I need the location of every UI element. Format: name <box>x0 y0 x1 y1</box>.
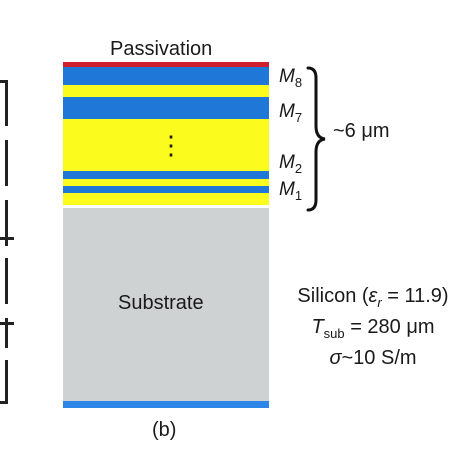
passivation-layer <box>63 62 269 67</box>
dielectric-layer <box>63 193 269 205</box>
dielectric-layer <box>63 179 269 186</box>
thickness-brace-icon <box>306 66 326 212</box>
metal-label-letter: M <box>279 179 295 200</box>
metal-label-m1: M1 <box>279 179 302 203</box>
layer-ellipsis: ⋮ <box>158 130 184 160</box>
metal-label-letter: M <box>279 101 295 122</box>
thickness-label: ~6 μm <box>333 120 390 142</box>
metal-layer-m2 <box>63 171 269 179</box>
passivation-label: Passivation <box>110 38 213 60</box>
substrate-label: Substrate <box>118 292 204 314</box>
metal-label-letter: M <box>279 66 295 87</box>
dielectric-layer <box>63 119 269 171</box>
metal-label-letter: M <box>279 152 295 173</box>
dielectric-layer <box>63 85 269 97</box>
metal-label-index: 7 <box>294 109 303 125</box>
ground-layer <box>63 401 269 408</box>
metal-layer-m1 <box>63 186 269 193</box>
metal-label-m7: M7 <box>279 101 302 125</box>
metal-label-m2: M2 <box>279 152 302 176</box>
substrate-conductivity-line: σ~10 S/m <box>329 347 417 369</box>
figure-caption: (b) <box>152 419 177 441</box>
substrate-layer <box>63 208 269 401</box>
metal-label-index: 2 <box>294 160 303 176</box>
metal-label-index: 1 <box>294 187 303 203</box>
substrate-material-line: Silicon (εr = 11.9) <box>297 285 449 310</box>
metal-label-m8: M8 <box>279 66 302 90</box>
substrate-info: Silicon (εr = 11.9) Tsub = 280 μm σ~10 S… <box>282 284 464 371</box>
metal-label-index: 8 <box>294 74 303 90</box>
substrate-thickness-line: Tsub = 280 μm <box>311 316 435 341</box>
metal-layer-m7 <box>63 97 269 119</box>
metal-layer-m8 <box>63 67 269 85</box>
